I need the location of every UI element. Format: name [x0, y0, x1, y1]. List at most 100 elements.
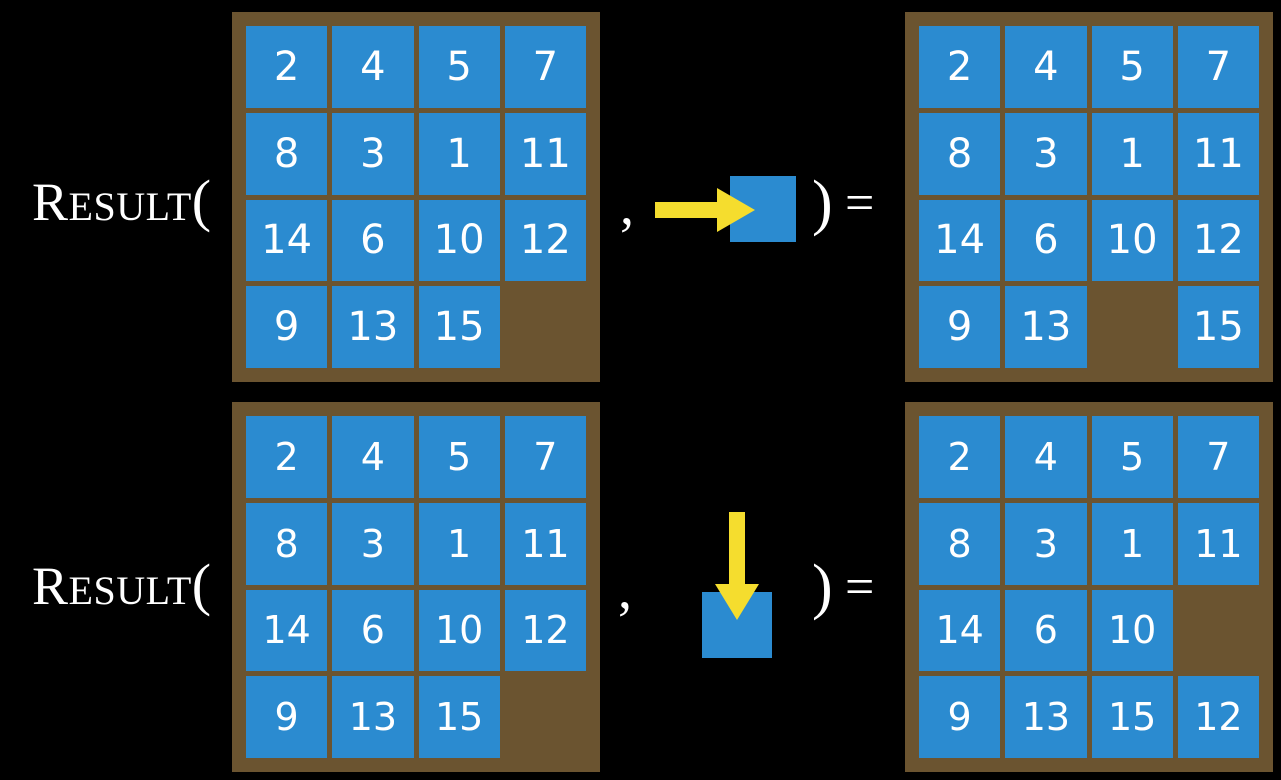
- tile[interactable]: 11: [504, 112, 586, 195]
- tile-value: 5: [447, 434, 472, 479]
- tile[interactable]: 6: [332, 589, 414, 672]
- tile-value: 4: [1033, 434, 1058, 479]
- tile[interactable]: 13: [1005, 676, 1087, 758]
- tile[interactable]: 3: [1005, 502, 1087, 585]
- tile-value: 10: [1106, 217, 1158, 264]
- tile-value: 6: [1033, 217, 1059, 264]
- tile-value: 7: [532, 43, 559, 90]
- tile[interactable]: 12: [504, 199, 586, 282]
- equals-sign-row1: =: [845, 175, 875, 232]
- tile[interactable]: 10: [1091, 199, 1173, 282]
- tile[interactable]: 3: [332, 112, 414, 195]
- tile-value: 4: [360, 43, 386, 90]
- tile[interactable]: 15: [1177, 286, 1259, 368]
- tile[interactable]: 7: [1177, 416, 1259, 498]
- tile-value: 12: [521, 608, 570, 653]
- board-grid: 2 4 5 7 8 3 1 11 14 6 10 12 9 13 15: [246, 416, 586, 758]
- tile[interactable]: 3: [1005, 112, 1087, 195]
- tile[interactable]: 7: [504, 26, 586, 108]
- tile[interactable]: 4: [332, 26, 414, 108]
- tile[interactable]: 10: [418, 199, 500, 282]
- tile[interactable]: 8: [919, 502, 1001, 585]
- tile[interactable]: 2: [246, 26, 328, 108]
- tile[interactable]: 2: [246, 416, 328, 498]
- tile[interactable]: 5: [418, 26, 500, 108]
- separator-comma-row2: ,: [618, 559, 632, 621]
- empty-slot[interactable]: [505, 676, 586, 758]
- empty-slot[interactable]: [1092, 286, 1173, 368]
- tile-value: 12: [1194, 695, 1243, 740]
- tile[interactable]: 10: [418, 589, 500, 672]
- empty-slot[interactable]: [1178, 590, 1259, 672]
- tile[interactable]: 4: [1005, 416, 1087, 498]
- tile[interactable]: 12: [1177, 676, 1259, 758]
- tile[interactable]: 9: [246, 286, 328, 368]
- tile[interactable]: 7: [1177, 26, 1259, 108]
- tile-value: 7: [533, 434, 558, 479]
- tile[interactable]: 15: [1091, 676, 1173, 758]
- tile[interactable]: 11: [504, 502, 586, 585]
- tile[interactable]: 6: [1005, 589, 1087, 672]
- tile[interactable]: 12: [504, 589, 586, 672]
- tile-value: 8: [947, 521, 972, 566]
- tile-value: 10: [434, 608, 484, 653]
- result-label-row2: RESULT(: [32, 556, 212, 614]
- tile[interactable]: 5: [418, 416, 500, 498]
- tile-value: 5: [446, 43, 472, 90]
- result-label-initial: R: [32, 556, 69, 616]
- tile[interactable]: 9: [919, 286, 1001, 368]
- tile[interactable]: 5: [1091, 416, 1173, 498]
- tile[interactable]: 15: [418, 676, 500, 758]
- tile[interactable]: 11: [1177, 112, 1259, 195]
- tile[interactable]: 3: [332, 502, 414, 585]
- tile[interactable]: 6: [1005, 199, 1087, 282]
- tile-value: 9: [274, 695, 299, 740]
- empty-slot[interactable]: [505, 286, 586, 368]
- tile-value: 10: [433, 217, 485, 264]
- tile[interactable]: 13: [332, 676, 414, 758]
- tile-value: 6: [1033, 608, 1058, 653]
- tile[interactable]: 13: [1005, 286, 1087, 368]
- tile[interactable]: 4: [332, 416, 414, 498]
- tile[interactable]: 6: [332, 199, 414, 282]
- tile[interactable]: 10: [1091, 589, 1173, 672]
- tile-value: 6: [360, 217, 386, 264]
- tile[interactable]: 12: [1177, 199, 1259, 282]
- tile[interactable]: 14: [919, 199, 1001, 282]
- tile[interactable]: 8: [919, 112, 1001, 195]
- input-board-down: 2 4 5 7 8 3 1 11 14 6 10 12 9 13 15: [232, 402, 600, 772]
- tile[interactable]: 9: [919, 676, 1001, 758]
- tile[interactable]: 8: [246, 112, 328, 195]
- tile[interactable]: 14: [919, 589, 1001, 672]
- tile[interactable]: 5: [1091, 26, 1173, 108]
- tile[interactable]: 4: [1005, 26, 1087, 108]
- tile-value: 1: [1120, 521, 1145, 566]
- tile[interactable]: 1: [418, 112, 500, 195]
- tile-value: 3: [360, 130, 386, 177]
- tile-value: 14: [262, 608, 311, 653]
- tile[interactable]: 13: [332, 286, 414, 368]
- tile-value: 13: [1020, 304, 1072, 351]
- tile[interactable]: 2: [919, 416, 1001, 498]
- tile-value: 14: [935, 608, 984, 653]
- tile[interactable]: 1: [418, 502, 500, 585]
- tile-value: 15: [434, 695, 484, 740]
- tile[interactable]: 8: [246, 502, 328, 585]
- tile[interactable]: 1: [1091, 502, 1173, 585]
- tile-value: 1: [446, 130, 472, 177]
- tile[interactable]: 7: [504, 416, 586, 498]
- tile-value: 15: [1107, 695, 1157, 740]
- tile-value: 11: [1192, 130, 1244, 177]
- output-board-down: 2 4 5 7 8 3 1 11 14 6 10 9 13 15 12: [905, 402, 1273, 772]
- tile[interactable]: 14: [246, 589, 328, 672]
- tile[interactable]: 2: [919, 26, 1001, 108]
- close-paren-row2: ): [812, 553, 833, 621]
- tile[interactable]: 9: [246, 676, 328, 758]
- tile[interactable]: 1: [1091, 112, 1173, 195]
- tile[interactable]: 14: [246, 199, 328, 282]
- tile-value: 9: [273, 304, 300, 351]
- tile[interactable]: 11: [1177, 502, 1259, 585]
- tile-value: 14: [934, 217, 986, 264]
- tile[interactable]: 15: [418, 286, 500, 368]
- result-label-open-paren: (: [191, 168, 212, 233]
